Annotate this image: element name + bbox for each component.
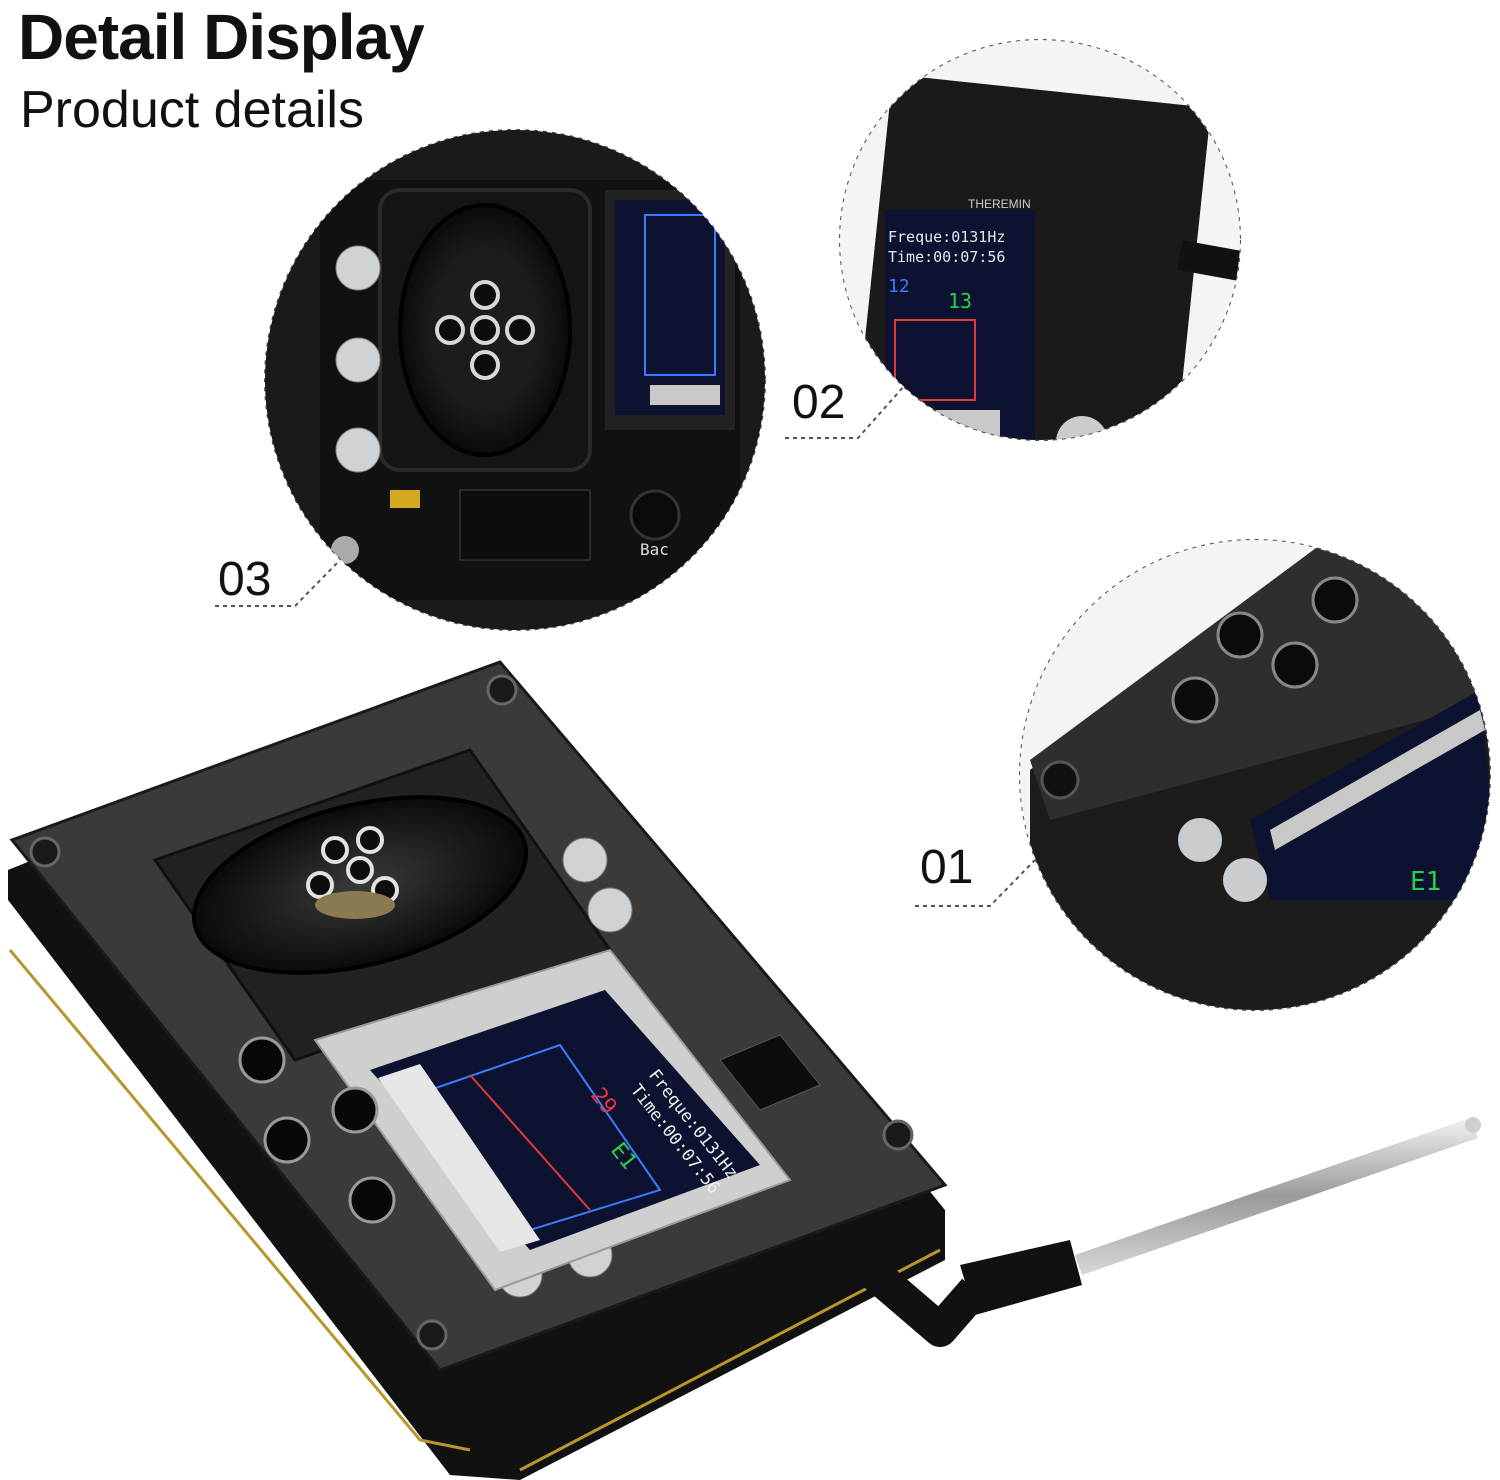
main-cable [858,1257,988,1347]
cable-plug [1177,240,1240,333]
detail-circle-02: Freque:0131Hz Time:00:07:56 12 13 THEREM… [785,39,1290,441]
page-title: Detail Display [18,1,425,73]
screen-note-c: 13 [948,289,972,313]
detail-circle-01: E1 [915,539,1491,1011]
screen-freq-02: Freque:0131Hz [888,228,1005,246]
screen-note-a-01: E1 [1410,867,1441,897]
main-device: Freque:0131Hz Time:00:07:56 E1 29 [8,660,1481,1480]
capacitors [335,245,381,473]
buttons-closeup [1171,576,1359,724]
detail-circle-03: Bac [215,129,766,631]
antenna-rod [1272,40,1290,150]
main-antenna [1075,1118,1478,1275]
mini-screen-03 [615,200,725,415]
callout-01-label: 01 [920,841,974,894]
screen-note-b: 12 [888,276,910,297]
main-buttons [238,1036,396,1224]
main-screen [370,990,760,1250]
microphone [629,489,681,541]
callout-03-label: 03 [218,553,272,606]
board-text: Bac [640,540,669,559]
callout-02-label: 02 [792,376,846,429]
screen-time-02: Time:00:07:56 [888,248,1005,266]
board-label: THEREMIN [968,197,1031,211]
page-subtitle: Product details [20,81,364,139]
main-speaker [191,795,529,975]
